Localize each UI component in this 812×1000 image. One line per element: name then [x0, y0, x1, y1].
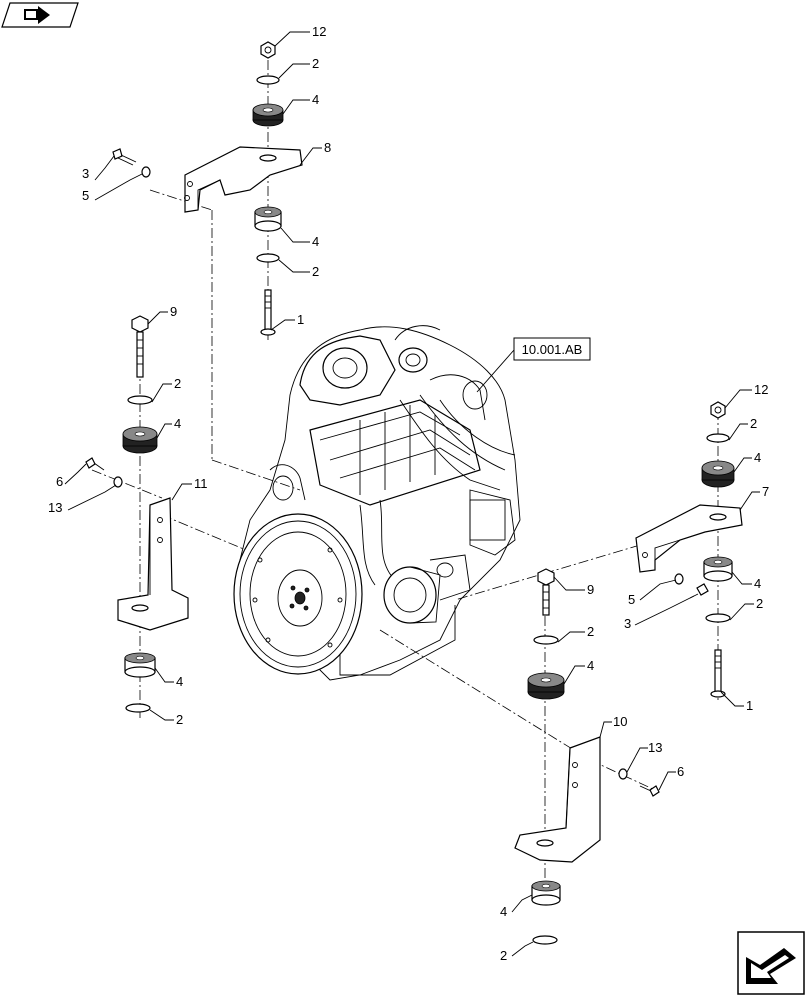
washer-2-left-a: [127, 395, 153, 405]
mount-4-left-b: [124, 652, 156, 678]
callout-10: 10: [613, 714, 627, 729]
callout-4-center-a: 4: [587, 658, 594, 673]
callout-3-top: 3: [82, 166, 89, 181]
screw-6-center: [639, 785, 660, 797]
callout-5-right: 5: [628, 592, 635, 607]
callout-6-center: 6: [677, 764, 684, 779]
callout-4-left-b: 4: [176, 674, 183, 689]
callout-1-top: 1: [297, 312, 304, 327]
mount-4-center-a: [527, 672, 565, 700]
mount-4-center-b: [531, 880, 561, 906]
bracket-11: [117, 497, 189, 631]
callout-12-right: 12: [754, 382, 768, 397]
callout-9-center: 9: [587, 582, 594, 597]
washer-5-right: [674, 573, 684, 585]
mount-4-top-b: [254, 206, 282, 232]
callout-4-center-b: 4: [500, 904, 507, 919]
right-mount-group: [635, 401, 743, 698]
callout-11: 11: [194, 476, 208, 491]
reference-label[interactable]: 10.001.AB: [522, 342, 583, 357]
callout-4-top-a: 4: [312, 92, 319, 107]
callout-12-top: 12: [312, 24, 326, 39]
callout-9-left: 9: [170, 304, 177, 319]
screw-3-top: [112, 148, 137, 166]
callout-1-right: 1: [746, 698, 753, 713]
callout-8: 8: [324, 140, 331, 155]
callout-4-left-a: 4: [174, 416, 181, 431]
callout-5-top: 5: [82, 188, 89, 203]
nut-12-right: [710, 401, 726, 419]
callout-2-top-a: 2: [312, 56, 319, 71]
screw-6-left: [85, 457, 105, 471]
callout-13-center: 13: [648, 740, 662, 755]
top-mount-group: [112, 41, 303, 336]
engine-assembly: [233, 325, 521, 681]
nut-12-top: [260, 41, 276, 59]
washer-13-center: [618, 768, 628, 780]
callout-2-center-b: 2: [500, 948, 507, 963]
left-mount-group: [85, 315, 189, 713]
callout-3-right: 3: [624, 616, 631, 631]
callout-2-right-b: 2: [756, 596, 763, 611]
callout-2-top-b: 2: [312, 264, 319, 279]
bolt-9-center: [537, 568, 555, 616]
next-page-arrow-icon[interactable]: [737, 931, 805, 995]
center-mount-group: [514, 568, 660, 945]
washer-2-center-b: [532, 935, 558, 945]
mount-4-right-b: [703, 556, 733, 582]
callout-2-left-a: 2: [174, 376, 181, 391]
bracket-7: [635, 504, 743, 573]
mount-4-left-a: [122, 426, 158, 454]
reference-box[interactable]: 10.001.AB: [476, 337, 591, 393]
washer-13-left: [113, 476, 123, 488]
bolt-1-top: [260, 289, 276, 336]
washer-2-right-a: [706, 433, 730, 443]
callout-2-left-b: 2: [176, 712, 183, 727]
washer-5-top: [141, 166, 151, 178]
bolt-1-right: [710, 649, 726, 698]
callout-2-center-a: 2: [587, 624, 594, 639]
callout-4-right-a: 4: [754, 450, 761, 465]
callout-4-right-b: 4: [754, 576, 761, 591]
bracket-8: [184, 146, 303, 213]
view-toggle-icon[interactable]: [1, 2, 79, 28]
washer-2-center-a: [533, 635, 559, 645]
leader-lines: [64, 31, 760, 957]
callout-4-top-b: 4: [312, 234, 319, 249]
washer-2-left-b: [125, 703, 151, 713]
washer-2-top-b: [256, 253, 280, 263]
washer-2-top-a: [256, 75, 280, 85]
washer-2-right-b: [705, 613, 731, 623]
callout-6-left: 6: [56, 474, 63, 489]
callout-2-right-a: 2: [750, 416, 757, 431]
screw-3-right: [689, 583, 709, 599]
mount-4-right-a: [701, 460, 735, 488]
mount-4-top-a: [252, 103, 284, 127]
callout-labels: 12 2 4 8 3 5 4 2 1 9 2 4 6 13 11 4 2 12 …: [48, 24, 769, 963]
bracket-10: [514, 736, 601, 863]
bolt-9-left: [131, 315, 149, 378]
callout-13-left: 13: [48, 500, 62, 515]
callout-7: 7: [762, 484, 769, 499]
